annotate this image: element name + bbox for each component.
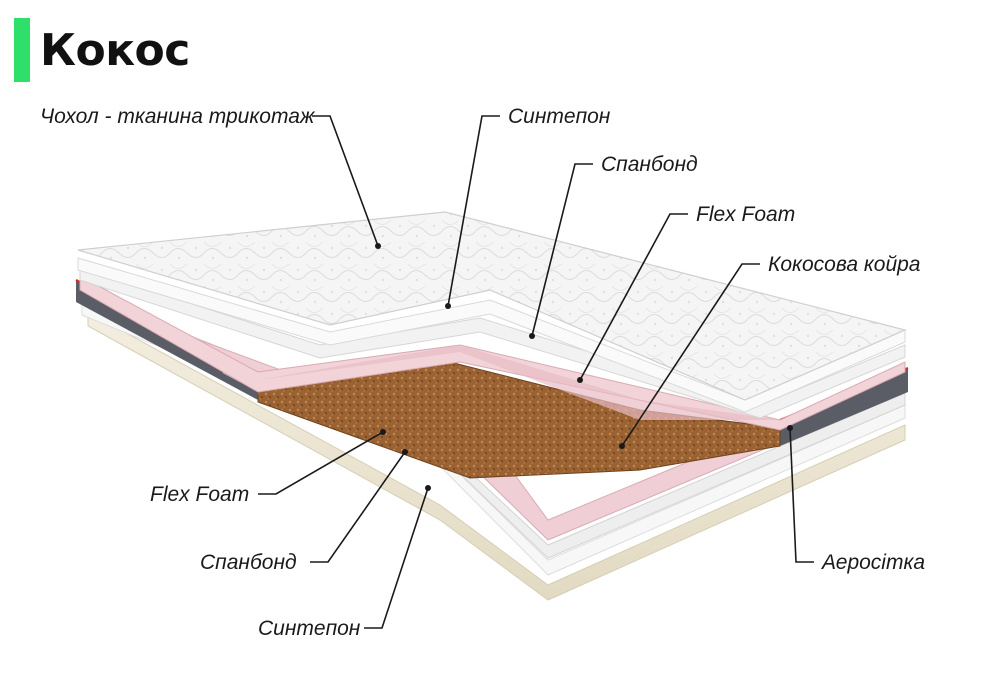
top-sintepon-layer xyxy=(77,257,906,413)
label-flexfoam-bottom: Flex Foam xyxy=(150,483,249,506)
page-title: Кокос xyxy=(40,24,190,76)
label-sintepon-top: Синтепон xyxy=(508,105,611,128)
label-coir: Кокосова койра xyxy=(768,253,920,276)
top-flexfoam-layer xyxy=(79,275,906,431)
label-spunbond-top: Спанбонд xyxy=(601,153,698,176)
side-border-right xyxy=(780,368,908,446)
label-aeromesh: Аеросітка xyxy=(820,551,925,574)
label-cover: Чохол - тканина трикотаж xyxy=(40,105,316,128)
label-spunbond-bottom: Спанбонд xyxy=(200,551,297,574)
label-sintepon-bottom: Синтепон xyxy=(258,617,361,640)
leader-lines xyxy=(258,115,814,629)
title-block: Кокос xyxy=(14,18,190,82)
coir-layer xyxy=(257,361,781,479)
base-layer xyxy=(87,311,906,601)
top-spunbond-layer xyxy=(79,267,906,419)
top-cover-layer xyxy=(77,211,907,401)
title-accent-bar xyxy=(14,18,30,82)
label-flexfoam-top: Flex Foam xyxy=(696,203,795,226)
